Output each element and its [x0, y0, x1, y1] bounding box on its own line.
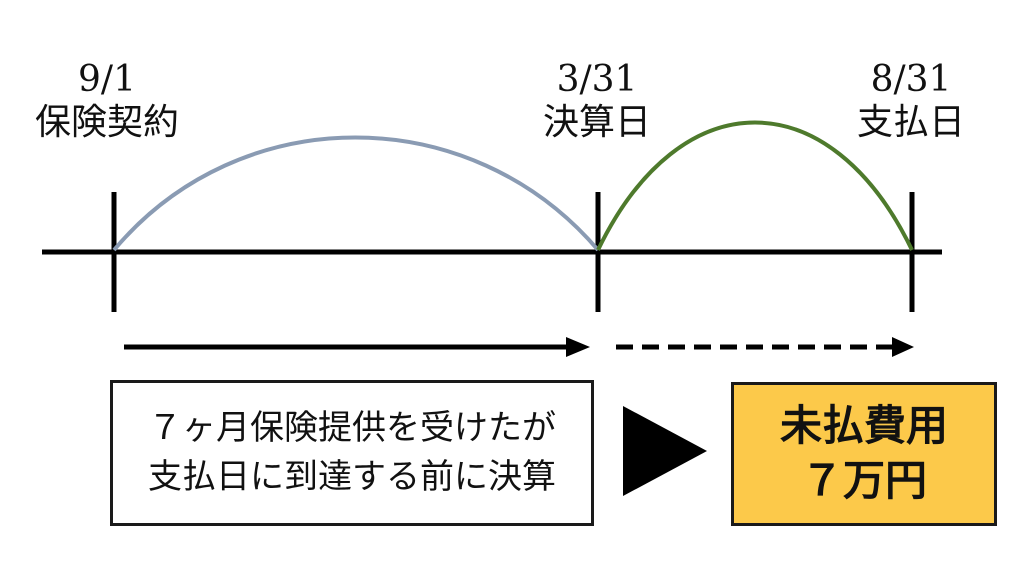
- result-box: 未払費用 ７万円: [731, 382, 997, 526]
- period-curve-after-settlement: [596, 120, 914, 251]
- description-line-2: 支払日に到達する前に決算: [148, 457, 556, 497]
- label-payment: 8/31 支払日: [836, 58, 986, 144]
- description-box: ７ヶ月保険提供を受けたが 支払日に到達する前に決算: [110, 380, 594, 526]
- remaining-arrow-head: [892, 337, 914, 357]
- elapsed-arrow-head: [566, 337, 590, 357]
- event-payment: 支払日: [856, 102, 965, 144]
- result-arrow-icon: [623, 406, 707, 496]
- label-settlement: 3/31 決算日: [522, 58, 672, 144]
- date-start: 9/1: [78, 59, 136, 100]
- date-payment: 8/31: [870, 59, 952, 100]
- result-line-1: 未払費用: [779, 401, 948, 451]
- event-settlement: 決算日: [542, 102, 651, 144]
- result-box-fill: [731, 382, 997, 526]
- event-start: 保険契約: [34, 102, 179, 144]
- result-line-2: ７万円: [800, 456, 927, 505]
- period-curve-before-settlement: [112, 135, 600, 252]
- label-start: 9/1 保険契約: [32, 58, 182, 144]
- date-settlement: 3/31: [556, 59, 638, 100]
- description-line-1: ７ヶ月保険提供を受けたが: [148, 407, 556, 448]
